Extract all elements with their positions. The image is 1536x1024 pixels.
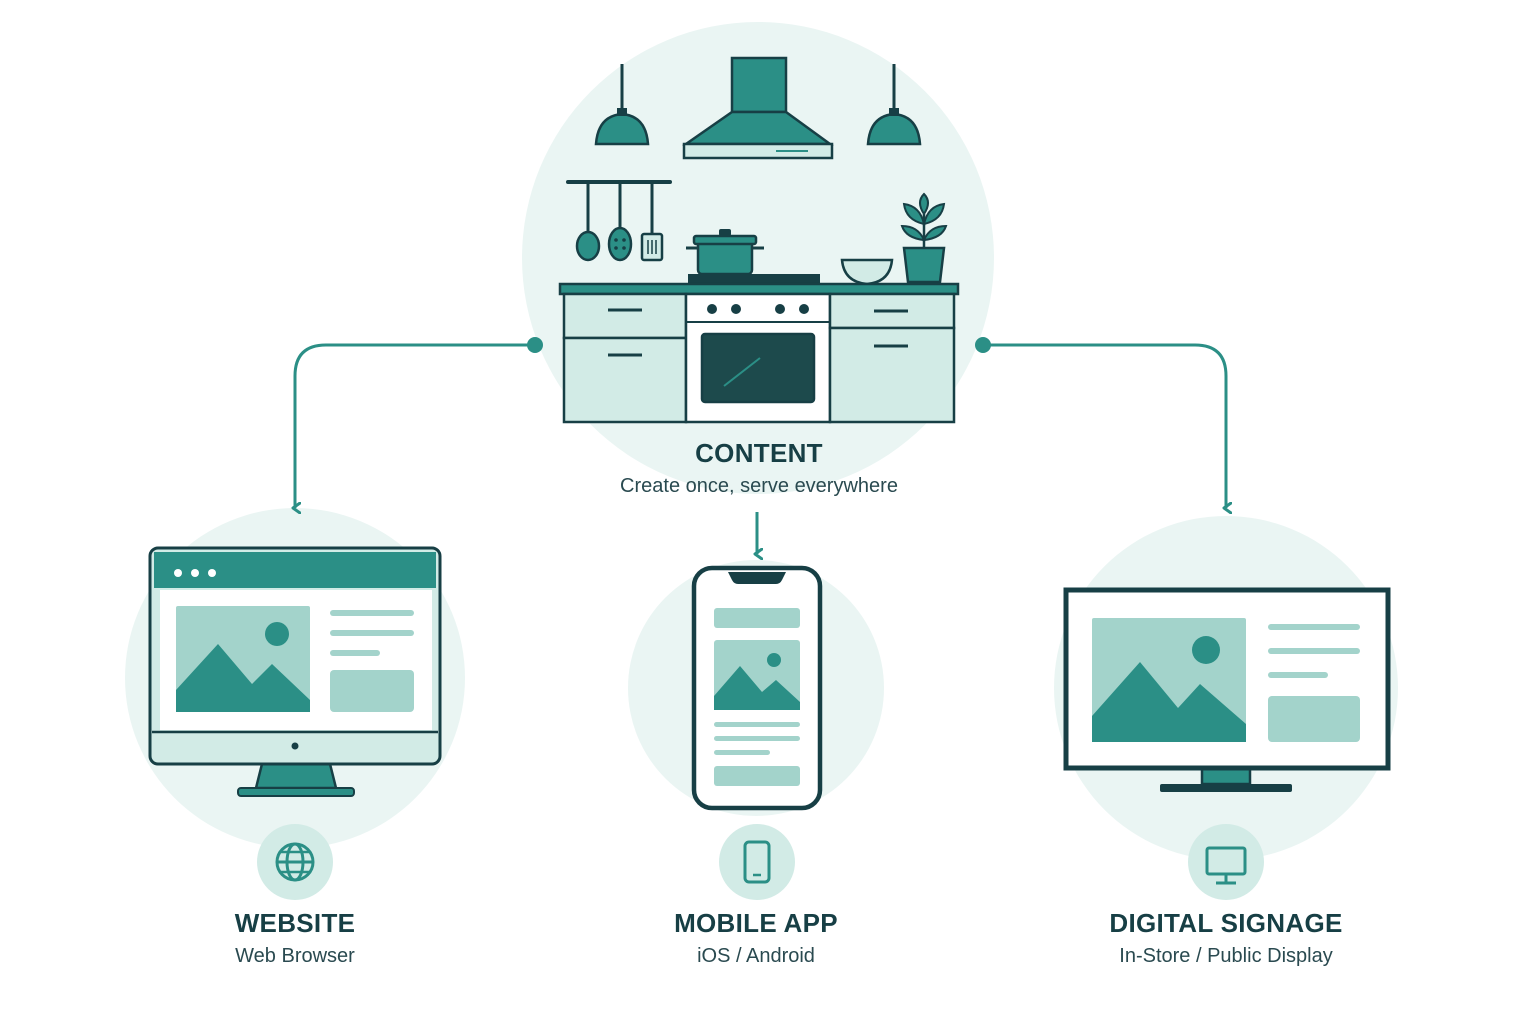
browser-dot-icon	[208, 569, 216, 577]
phone-icon	[719, 824, 795, 900]
globe-icon	[257, 824, 333, 900]
connectors	[295, 337, 1226, 554]
mobile-app-subtitle: iOS / Android	[697, 945, 815, 967]
desktop-monitor-illustration	[148, 546, 442, 797]
image-placeholder-icon	[176, 606, 310, 712]
range-hood-icon	[682, 56, 834, 160]
utensil-rail-icon	[566, 180, 672, 262]
browser-dot-icon	[191, 569, 199, 577]
mobile-app-label: MOBILE APP iOS / Android	[556, 908, 956, 968]
pendant-lamp-right-icon	[866, 64, 922, 146]
browser-dot-icon	[174, 569, 182, 577]
digital-signage-subtitle: In-Store / Public Display	[1119, 945, 1333, 967]
countertop	[558, 282, 960, 296]
kitchen-illustration	[558, 56, 960, 424]
cooktop-icon	[688, 274, 820, 284]
cooking-pot-icon	[686, 229, 764, 276]
signage-display-illustration	[1063, 587, 1391, 792]
image-placeholder-icon	[714, 640, 800, 710]
mobile-phone-illustration	[691, 565, 823, 811]
monitor-icon	[1188, 824, 1264, 900]
website-label: WEBSITE Web Browser	[95, 908, 495, 968]
arrow-to-website	[295, 343, 535, 508]
oven-icon	[684, 292, 832, 424]
content-label: CONTENT Create once, serve everywhere	[559, 438, 959, 498]
pendant-lamp-left-icon	[594, 64, 650, 146]
mobile-app-title: MOBILE APP	[674, 908, 838, 938]
image-placeholder-icon	[1092, 618, 1246, 742]
content-title: CONTENT	[695, 438, 823, 468]
website-title: WEBSITE	[234, 908, 356, 938]
content-subtitle: Create once, serve everywhere	[620, 475, 898, 497]
digital-signage-title: DIGITAL SIGNAGE	[1109, 908, 1343, 938]
right-cabinets	[828, 292, 956, 424]
website-subtitle: Web Browser	[235, 945, 355, 967]
potted-plant-icon	[900, 192, 948, 284]
arrow-to-signage	[983, 343, 1226, 508]
left-cabinets	[562, 292, 688, 424]
digital-signage-label: DIGITAL SIGNAGE In-Store / Public Displa…	[1026, 908, 1426, 968]
